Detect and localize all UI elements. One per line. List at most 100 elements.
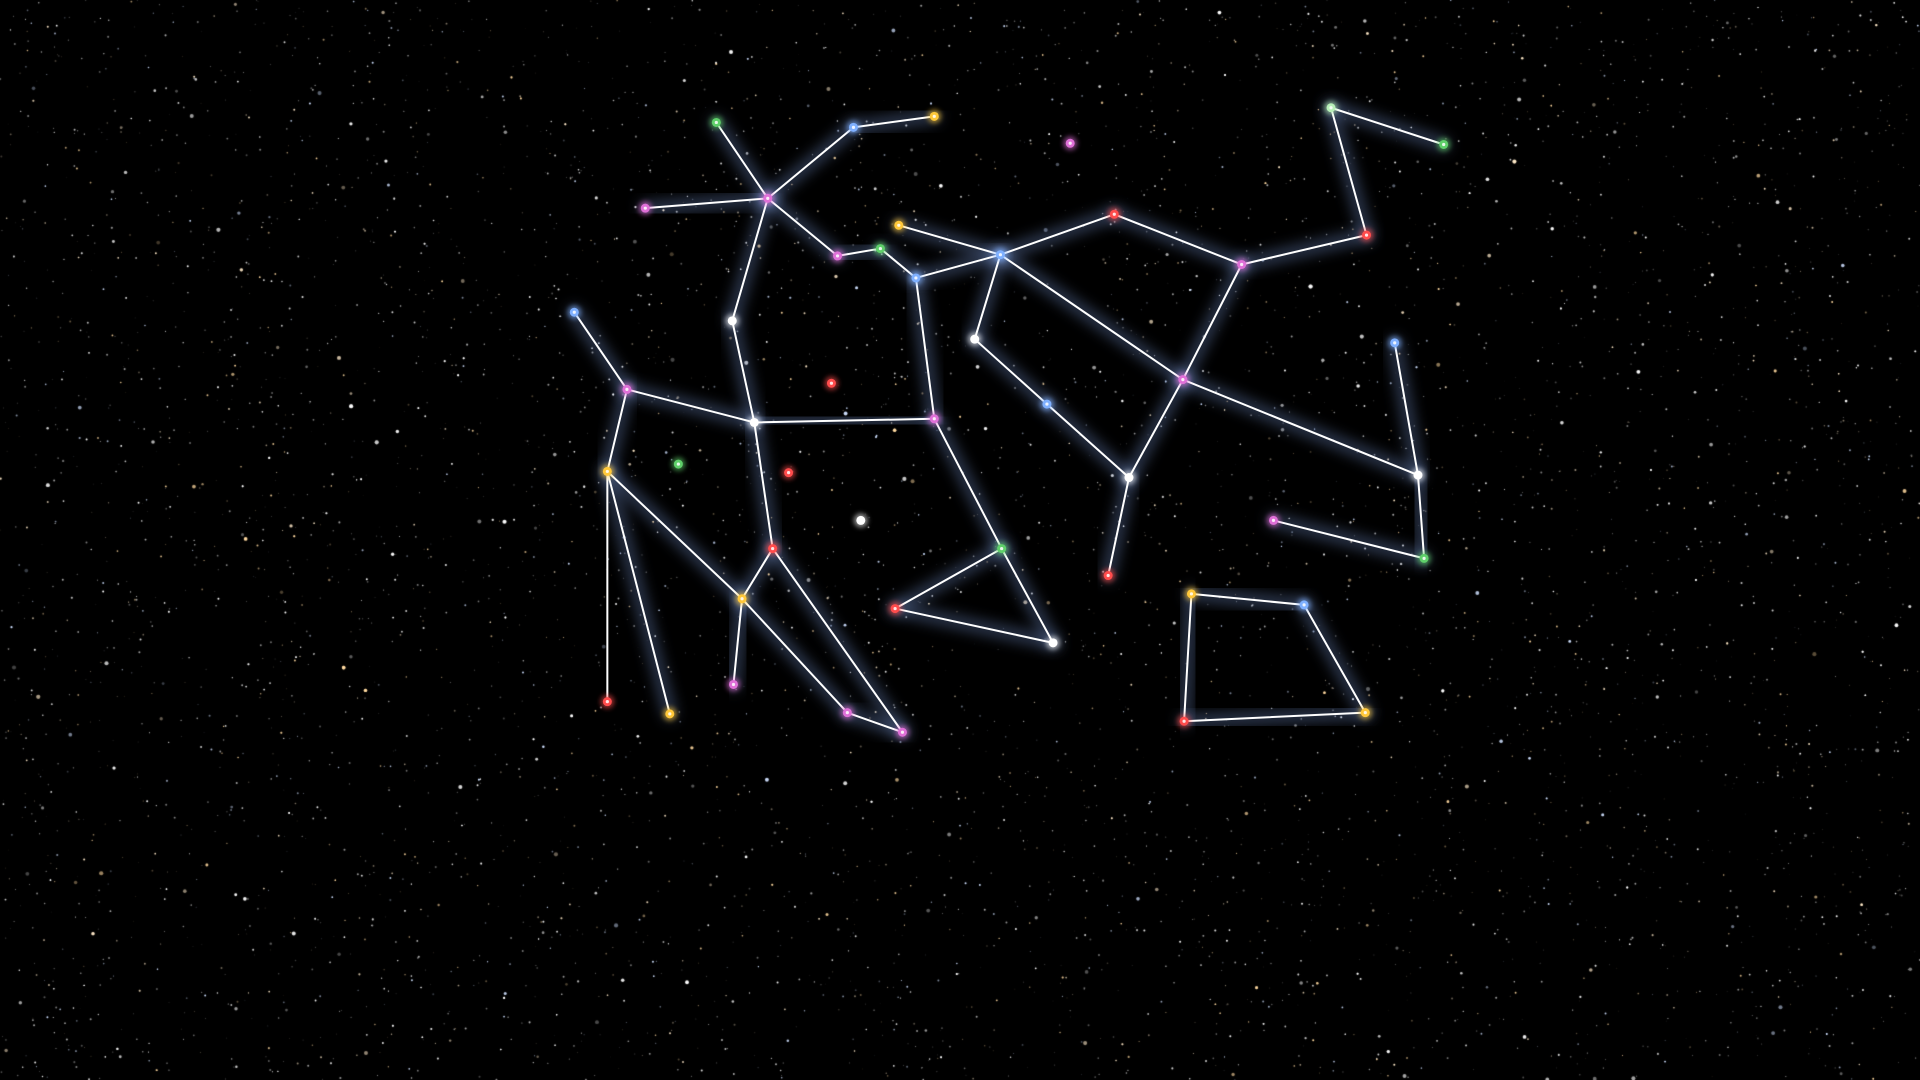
star-core [851,125,856,129]
star-core [998,253,1003,257]
constellation-line [1272,519,1426,560]
star-core [932,114,936,118]
constellation-line [732,597,744,686]
star-core [1329,106,1333,110]
constellation-line [973,338,1048,406]
star-core [845,711,849,715]
constellation-line [766,197,839,257]
constellation-line [573,311,628,391]
constellation-line [1303,603,1367,714]
constellation-line [1181,263,1243,381]
constellation-line [1107,476,1130,577]
star-core [878,246,883,251]
star-core [1051,641,1055,645]
constellation-line [1127,378,1184,479]
star-core [605,469,609,474]
star-core [1240,262,1244,267]
star-core [1127,475,1131,480]
constellation-lines [573,106,1445,734]
constellation-line [753,421,774,550]
constellation-line [1330,106,1368,237]
star-core [1189,592,1194,596]
constellation-line [933,417,1003,550]
star-core [730,319,734,323]
star-core [897,223,901,227]
star-core [771,546,775,551]
star-core [1181,377,1185,382]
star-core [731,682,736,687]
star-core [859,518,863,523]
constellation-line [1113,213,1243,266]
constellation-line [1330,106,1445,146]
star-core [786,471,791,475]
constellation-line [846,711,904,734]
star-core [932,417,936,421]
constellation-line [852,115,936,129]
star-core [893,606,897,611]
constellation-line [771,547,904,734]
star-core [1302,603,1306,607]
constellation-line [1393,341,1419,477]
star-core [829,381,834,385]
constellation-line [606,470,744,600]
star-core [752,420,756,425]
star-core [973,337,977,341]
star-core [766,196,770,200]
star-core [900,730,905,734]
star-core [1442,142,1446,147]
star-core [835,254,840,258]
star-core [1364,233,1369,237]
constellation-line [741,597,849,714]
star-core [572,310,576,314]
constellation-line [741,547,774,600]
star-core [1182,719,1186,723]
star-core [1393,341,1397,345]
star-core [1363,711,1367,715]
constellation-line [1183,592,1193,723]
star-core [1045,402,1049,406]
star-core [1106,573,1110,578]
constellation-line [1183,711,1367,723]
constellation-line [766,126,855,200]
star-core [676,462,680,466]
star-core [740,597,744,601]
constellation-line [999,253,1184,381]
constellation-line [897,224,1002,256]
star-core [1000,546,1004,551]
constellation-line [625,388,756,424]
constellation-line [836,247,882,257]
constellation-line [914,253,1002,279]
constellation-line [731,197,769,322]
constellation-line [1240,234,1368,266]
constellation-line [1000,547,1055,644]
star-core [625,387,629,391]
constellation-line [999,213,1116,256]
constellation-stars [567,100,1451,740]
star-core [1422,556,1426,560]
constellation-line [914,276,936,420]
constellation-line [753,417,936,424]
constellation-line [894,547,1003,610]
constellation-line [1181,378,1419,477]
constellation-line [1416,474,1426,560]
constellation-line [894,607,1055,644]
constellation-line [606,470,671,715]
constellation-line [1190,592,1306,606]
constellation-line [879,247,917,279]
constellation-line [644,197,769,210]
constellation-line [731,319,756,424]
star-core [714,120,718,125]
star-core [643,206,647,210]
star-core [914,276,918,280]
constellation-glow [568,101,1450,739]
star-core [1271,518,1276,523]
star-core [1068,141,1072,145]
constellation-line [973,253,1002,341]
constellation-line [1045,403,1130,479]
star-core [1416,473,1420,477]
star-core [668,712,672,716]
constellation-line [715,121,769,200]
star-core [1112,212,1116,216]
